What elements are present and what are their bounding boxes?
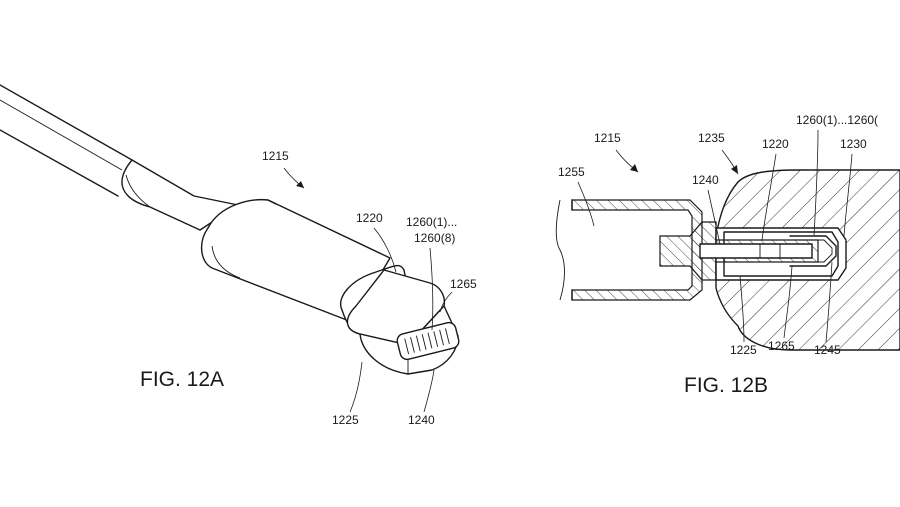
- contact-pins: [404, 328, 450, 355]
- svg-text:1235: 1235: [698, 131, 725, 145]
- label-1265-b: 1265: [768, 265, 795, 353]
- label-1260-b: 1260(1)...1260(: [796, 113, 878, 237]
- svg-text:1260(1)...1260(: 1260(1)...1260(: [796, 113, 878, 127]
- label-1240-a: 1240: [408, 369, 435, 427]
- figure-12a: 1215 1220 1260(1)... 1260(8) 1265 1225 1…: [0, 84, 477, 427]
- svg-text:1260(8): 1260(8): [414, 231, 455, 245]
- label-1220-b: 1220: [761, 137, 789, 241]
- label-1260-a: 1260(1)... 1260(8): [406, 215, 457, 331]
- label-1265-a: 1265: [439, 277, 477, 313]
- label-1215-a: 1215: [262, 149, 305, 189]
- label-1255-b: 1255: [558, 165, 595, 227]
- cable-sleeve: [555, 199, 703, 301]
- fig-12a-caption: FIG. 12A: [140, 368, 224, 391]
- label-1220-a: 1220: [356, 211, 397, 273]
- label-1230-b: 1230: [840, 137, 867, 237]
- svg-text:1220: 1220: [762, 137, 789, 151]
- svg-text:1245: 1245: [814, 343, 841, 357]
- connector-boot: [201, 198, 391, 323]
- svg-text:1240: 1240: [408, 413, 435, 427]
- svg-text:1215: 1215: [262, 149, 289, 163]
- label-1225-b: 1225: [730, 275, 757, 357]
- svg-text:1215: 1215: [594, 131, 621, 145]
- svg-text:1225: 1225: [332, 413, 359, 427]
- svg-text:1240: 1240: [692, 173, 719, 187]
- svg-text:1255: 1255: [558, 165, 585, 179]
- label-1235-b: 1235: [698, 131, 739, 175]
- svg-text:1230: 1230: [840, 137, 867, 151]
- cable: [0, 84, 133, 197]
- svg-text:1220: 1220: [356, 211, 383, 225]
- contact-springs: [789, 235, 837, 267]
- lightning-plug: [346, 269, 460, 375]
- svg-text:1260(1)...: 1260(1)...: [406, 215, 457, 229]
- label-1215-b: 1215: [594, 131, 639, 173]
- label-1245-b: 1245: [814, 261, 841, 357]
- label-1240-b: 1240: [692, 173, 721, 245]
- contact-pad: [396, 321, 460, 361]
- fig-12b-caption: FIG. 12B: [684, 374, 768, 397]
- figure-12b: 1215 1235 1260(1)...1260( 1220 1230 1255…: [555, 113, 900, 357]
- label-1225-a: 1225: [332, 361, 363, 427]
- svg-text:1225: 1225: [730, 343, 757, 357]
- svg-text:1265: 1265: [450, 277, 477, 291]
- svg-text:1265: 1265: [768, 339, 795, 353]
